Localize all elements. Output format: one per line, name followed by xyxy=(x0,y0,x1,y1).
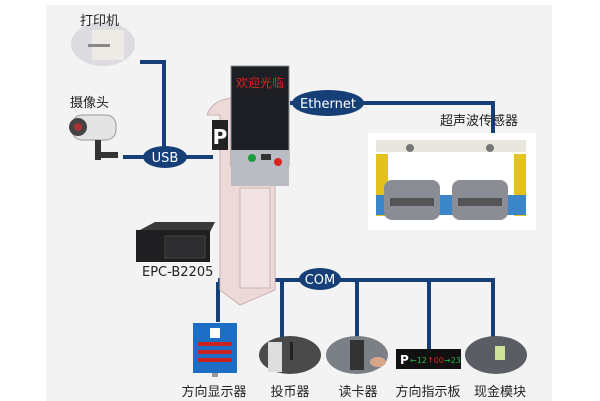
com-label: COM xyxy=(305,273,336,288)
usb-label: USB xyxy=(152,151,179,166)
cash-module-label: 现金模块 xyxy=(474,384,526,400)
coin-acceptor-label: 投币器 xyxy=(270,384,309,400)
ethernet-badge: Ethernet xyxy=(292,90,364,116)
coin-acceptor-image xyxy=(259,336,321,374)
ultrasonic-sensor-label: 超声波传感器 xyxy=(440,113,518,129)
direction-board-label: 方向指示板 xyxy=(395,384,460,400)
led-text: 欢迎光临 xyxy=(236,75,284,90)
cash-module-image xyxy=(465,336,527,374)
com-badge: COM xyxy=(299,268,341,290)
kiosk-image: P 欢迎光临 xyxy=(206,65,290,306)
camera-image xyxy=(69,114,118,160)
direction-display-image xyxy=(193,323,237,377)
camera-label: 摄像头 xyxy=(70,96,109,111)
direction-board-image: P ←12 ↑00 →23 xyxy=(396,349,461,369)
board-right: →23 xyxy=(444,356,461,365)
printer-image xyxy=(71,22,135,66)
card-reader-image xyxy=(326,336,388,374)
epc-label: EPC-B2205 xyxy=(142,265,213,280)
board-sign: P xyxy=(400,353,409,367)
parking-sign: P xyxy=(213,125,228,149)
board-left: ←12 xyxy=(410,356,427,365)
direction-display-label: 方向显示器 xyxy=(181,384,246,400)
usb-badge: USB xyxy=(143,146,187,168)
printer-usb-line xyxy=(140,60,166,157)
epc-controller-image xyxy=(136,222,215,262)
board-mid: ↑00 xyxy=(427,356,444,365)
ethernet-label: Ethernet xyxy=(300,97,356,112)
card-reader-label: 读卡器 xyxy=(338,385,377,400)
ultrasonic-sensor-image xyxy=(368,133,536,230)
printer-label: 打印机 xyxy=(80,14,119,29)
